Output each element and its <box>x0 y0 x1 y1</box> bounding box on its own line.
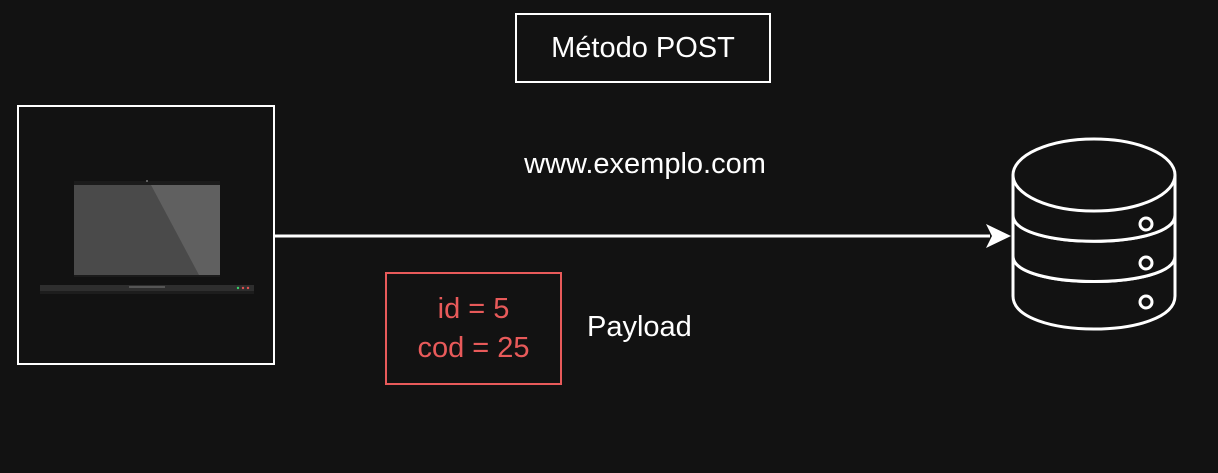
method-title: Método POST <box>551 31 735 64</box>
laptop-icon <box>40 180 254 294</box>
payload-label: Payload <box>587 311 692 343</box>
payload-line-cod: cod = 25 <box>417 331 530 364</box>
url-label: www.exemplo.com <box>524 148 766 180</box>
method-title-box: Método POST <box>515 13 771 83</box>
payload-box: id = 5 cod = 25 <box>385 272 562 385</box>
request-arrow-head <box>986 224 1011 248</box>
payload-line-id: id = 5 <box>437 292 510 325</box>
client-box <box>17 105 275 365</box>
database-icon <box>1011 137 1177 331</box>
